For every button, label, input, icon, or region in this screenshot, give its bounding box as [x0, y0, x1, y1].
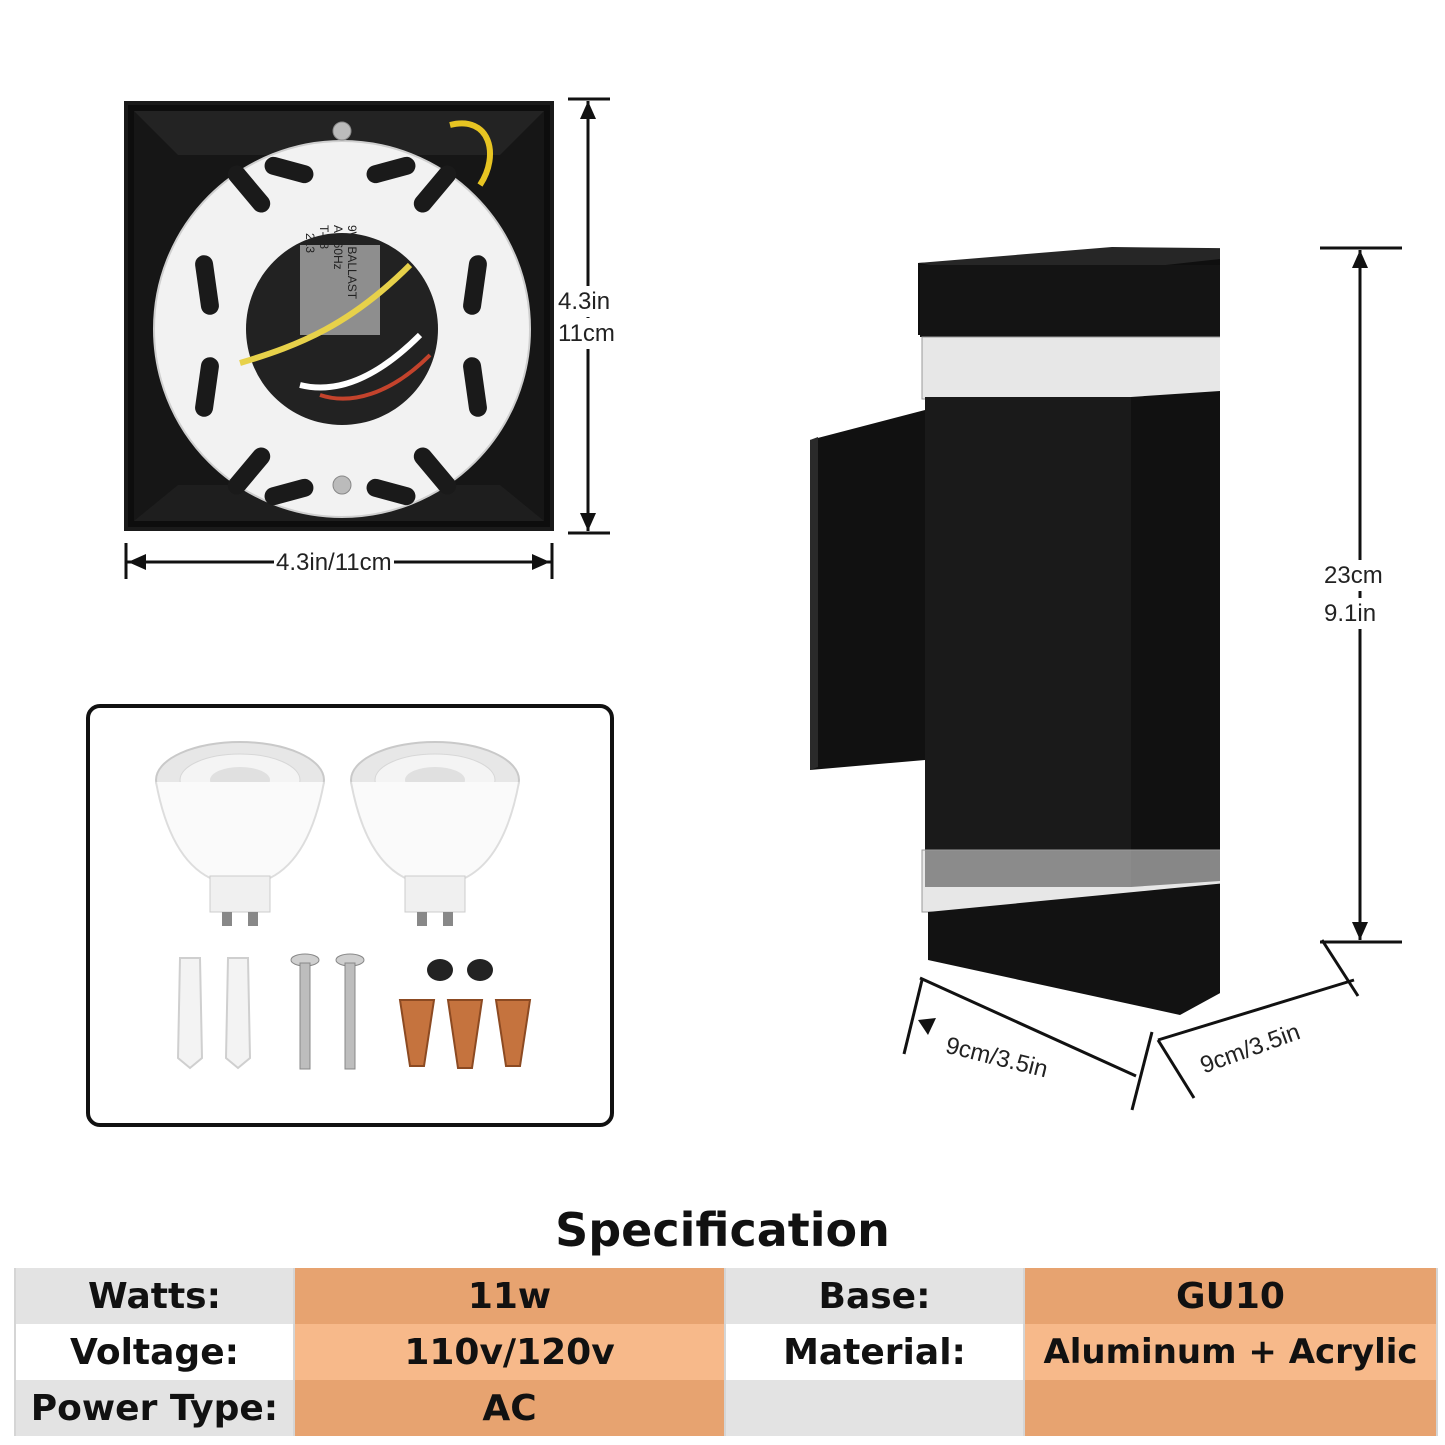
spec-value: GU10 [1023, 1268, 1438, 1324]
spec-label: Watts: [14, 1268, 295, 1324]
spec-row: Watts: 11w Base: GU10 [14, 1268, 1438, 1324]
spec-table: Watts: 11w Base: GU10 Voltage: 110v/120v… [14, 1268, 1438, 1436]
gu10-bulb-icon [350, 741, 520, 926]
lamp-dimension-arrows [902, 246, 1402, 1111]
spec-value: 110v/120v [293, 1324, 726, 1380]
gu10-bulb-icon [155, 741, 325, 926]
wall-lamp-photo [810, 247, 1220, 1015]
mount-height-label-cm: 11cm [558, 318, 615, 350]
accessories-box [86, 704, 614, 1127]
spec-title: Specification [555, 1203, 890, 1257]
cap-icon [427, 959, 493, 981]
wire-nut-icon [398, 999, 532, 1069]
spec-label: Material: [724, 1324, 1025, 1380]
spec-row: Voltage: 110v/120v Material: Aluminum + … [14, 1324, 1438, 1380]
spec-value: AC [293, 1380, 726, 1436]
spec-row: Power Type: AC [14, 1380, 1438, 1436]
screw-icon [290, 953, 365, 1070]
lamp-height-label-cm: 23cm [1324, 560, 1383, 592]
spec-label: Base: [724, 1268, 1025, 1324]
plate-print-line1: 213 [303, 233, 317, 253]
plate-print-line4: 9W BALLAST [345, 225, 359, 300]
spec-value: 11w [293, 1268, 726, 1324]
wall-anchor-icon [176, 957, 252, 1070]
spec-label: Power Type: [14, 1380, 295, 1436]
spec-label: Voltage: [14, 1324, 295, 1380]
plate-print-line2: T-08 [317, 225, 331, 249]
lamp-height-label-in: 9.1in [1324, 598, 1377, 630]
plate-print-line3: AC60Hz [331, 225, 345, 270]
spec-value: Aluminum + Acrylic [1023, 1324, 1438, 1380]
mount-width-label: 4.3in/11cm [274, 547, 394, 579]
spec-label [724, 1380, 1025, 1436]
mounting-plate-photo: 213 T-08 AC60Hz 9W BALLAST [124, 97, 610, 579]
mount-height-label-in: 4.3in [558, 286, 611, 318]
spec-value [1023, 1380, 1438, 1436]
accessories-illustration [155, 741, 532, 1070]
